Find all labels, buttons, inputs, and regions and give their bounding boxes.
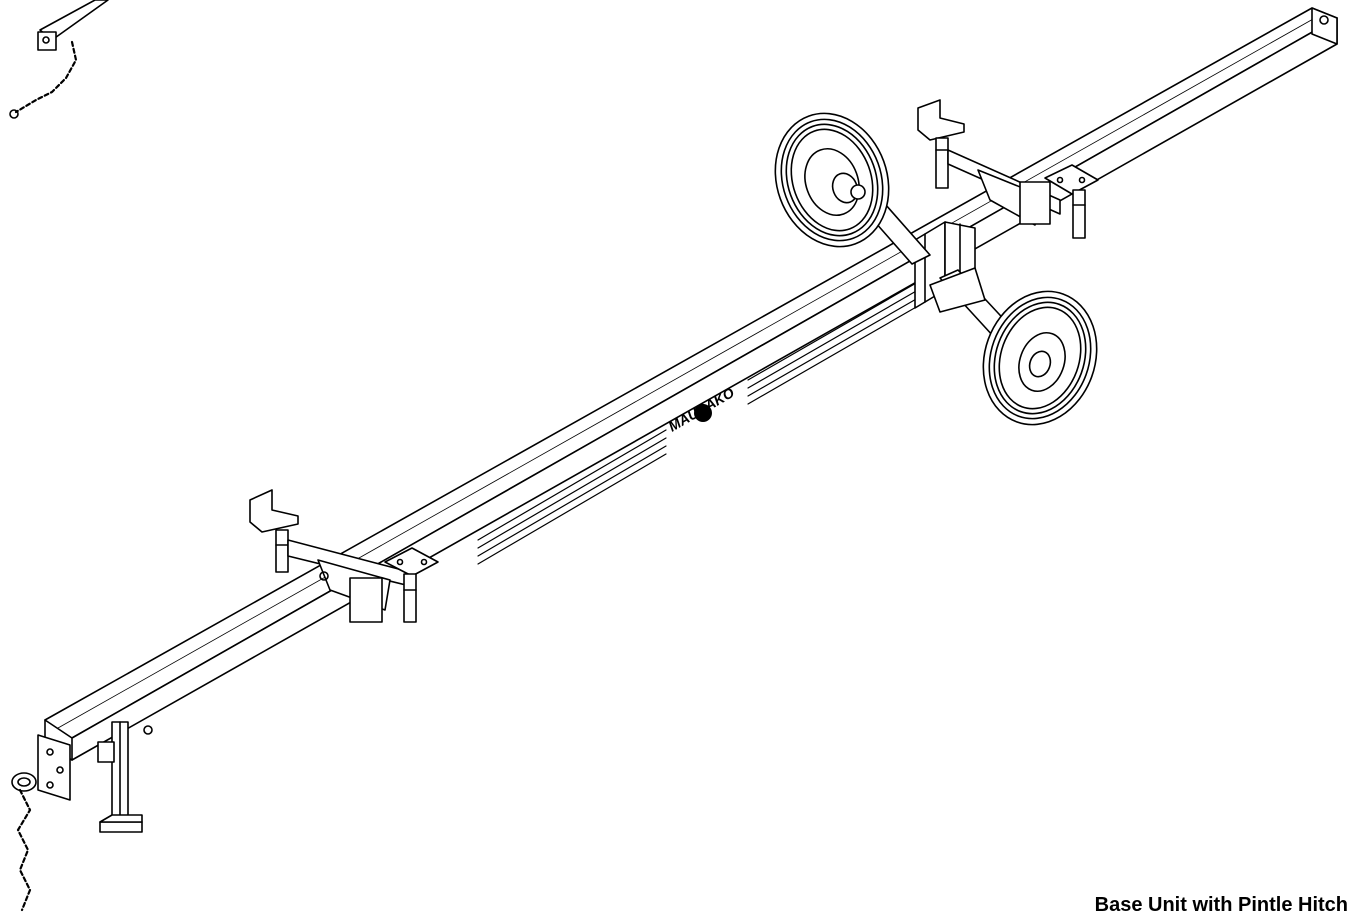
- front-cradle-support: [249, 489, 439, 623]
- logo-emblem-icon: [694, 404, 712, 422]
- jack-stand: [97, 721, 153, 833]
- rear-cradle-support: [917, 99, 1099, 239]
- pintle-hitch: [11, 734, 71, 912]
- wheel-front: [982, 290, 1098, 426]
- detached-hitch-arm: [9, 0, 109, 119]
- main-beam: [44, 7, 1338, 761]
- beam-grooves: [477, 281, 919, 565]
- wheel-rear: [774, 112, 890, 248]
- drawing-caption: Base Unit with Pintle Hitch: [1094, 894, 1348, 916]
